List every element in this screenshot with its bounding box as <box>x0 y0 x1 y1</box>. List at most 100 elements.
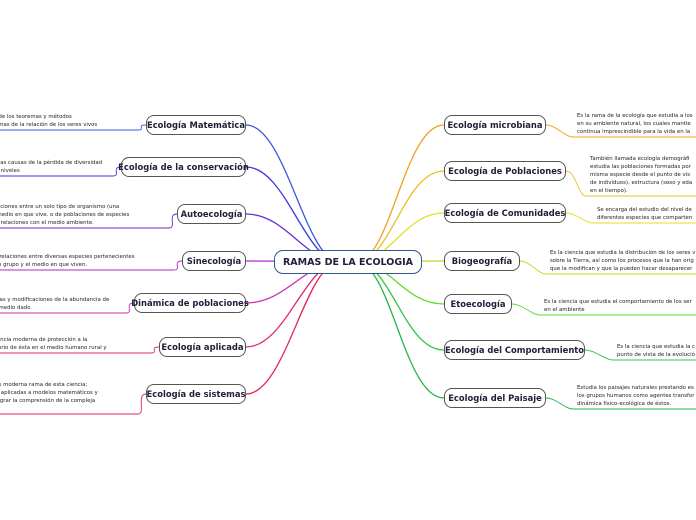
note-connector-dinamica-de-poblaciones <box>0 302 135 314</box>
central-topic[interactable]: RAMAS DE LA ECOLOGIA <box>274 250 422 274</box>
note-line: Estudia los paisajes naturales prestando… <box>577 385 694 391</box>
note-ecologia-del-paisaje: Estudia los paisajes naturales prestando… <box>577 384 694 408</box>
note-connector-ecologia-microbiana <box>545 124 696 138</box>
note-ecologia-del-comportamiento: Es la ciencia que estudia la c punto de v… <box>617 343 695 359</box>
note-line: blemas de la relación de los seres vivos <box>0 122 98 128</box>
note-line: estudia las poblaciones formadas por <box>590 164 691 170</box>
note-line: Es la ciencia que estudia la distribució… <box>550 250 696 256</box>
note-connector-ecologia-matematica <box>0 124 147 131</box>
topic-label: Autoecología <box>180 209 243 219</box>
note-biogeografia: Es la ciencia que estudia la distribució… <box>550 249 695 273</box>
topic-ecologia-matematica[interactable]: Ecología Matemática <box>146 115 246 135</box>
note-line: los grupos humanos como agentes transfor <box>577 393 695 399</box>
note-line: Se encarga del estudio del nivel de <box>597 207 692 213</box>
note-connector-ecologia-de-sistemas <box>0 393 147 415</box>
note-line: Es la rama de la ecología que estudia a … <box>577 113 693 119</box>
topic-label: Ecología de la conservación <box>118 162 249 172</box>
connector-ecologia-de-sistemas <box>245 261 341 395</box>
topic-ecologia-del-comportamiento[interactable]: Ecología del Comportamiento <box>444 340 585 360</box>
note-line: que la modifican y que la pueden hacer d… <box>550 266 693 272</box>
topic-label: Ecología de Comunidades <box>444 208 566 218</box>
note-line: continua imprescindible para la vida en … <box>577 129 691 135</box>
note-line: ca. <box>0 405 98 413</box>
note-line: ausas y modificaciones de la abundancia … <box>0 297 110 303</box>
note-connector-ecologia-aplicada <box>0 346 160 354</box>
note-ecologia-aplicada: ndencia moderna de protección a la uilibr… <box>0 336 107 352</box>
topic-label: Ecología de Poblaciones <box>448 166 562 176</box>
note-connector-sinecologia <box>0 260 183 271</box>
note-ecologia-de-comunidades: Se encarga del estudio del nivel de difer… <box>597 206 692 222</box>
topic-etoecologia[interactable]: Etoecología <box>444 294 512 314</box>
topic-ecologia-microbiana[interactable]: Ecología microbiana <box>444 115 546 135</box>
note-line: el medio en que vive. o de poblaciones d… <box>0 212 130 218</box>
topic-label: Sinecología <box>186 256 242 266</box>
note-line: sobre la Tierra, así como los procesos q… <box>550 258 694 264</box>
connector-ecologia-del-comportamiento <box>355 261 445 351</box>
note-line: smo grupo y el medio en que viven. <box>0 262 88 268</box>
note-connector-autoecologia <box>0 213 178 229</box>
topic-label: Ecología aplicada <box>161 342 244 352</box>
note-line: uilibrio de ésta en el medio humano rura… <box>0 345 107 351</box>
topic-ecologia-de-poblaciones[interactable]: Ecología de Poblaciones <box>444 161 566 181</box>
note-connector-biogeografia <box>519 260 696 275</box>
topic-biogeografia[interactable]: Biogeografía <box>444 251 520 271</box>
note-ecologia-matematica: ón de los teoremas y métodos blemas de la… <box>0 113 97 129</box>
note-line: misma especie desde el punto de vis <box>590 172 691 178</box>
note-connector-ecologia-del-paisaje <box>545 397 696 410</box>
note-dinamica-de-poblaciones: ausas y modificaciones de la abundancia … <box>0 296 109 312</box>
note-line: un medio dado <box>0 305 31 311</box>
note-ecologia-de-la-conservacion: iar las causas de la pérdida de diversid… <box>0 159 102 175</box>
note-line: sus niveles <box>0 168 20 174</box>
note-line: a lograr la comprensión de la compleja <box>0 398 96 404</box>
topic-ecologia-de-comunidades[interactable]: Ecología de Comunidades <box>444 203 566 223</box>
connector-ecologia-aplicada <box>245 261 341 348</box>
topic-ecologia-aplicada[interactable]: Ecología aplicada <box>159 337 246 357</box>
topic-label: Ecología del Comportamiento <box>444 345 585 355</box>
topic-label: Ecología de sistemas <box>146 389 246 399</box>
connector-ecologia-microbiana <box>355 124 445 263</box>
note-ecologia-de-poblaciones: También llamada ecología demográfi estudi… <box>590 155 692 195</box>
note-line: ndencia moderna de protección a la <box>0 337 88 343</box>
note-autoecologia: relaciones entre un solo tipo de organis… <box>0 203 129 227</box>
note-connector-ecologia-de-poblaciones <box>565 170 696 197</box>
note-line: Es la ciencia que estudia la c <box>617 344 696 350</box>
note-line: punto de vista de la evolució <box>617 352 695 358</box>
note-line: las relaciones entre diversas especies p… <box>0 254 135 260</box>
topic-label: Etoecología <box>450 299 506 309</box>
note-line: de individuos), estructura (sexo y eda <box>590 180 693 186</box>
note-connector-etoecologia <box>511 303 696 316</box>
note-line: ón de los teoremas y métodos <box>0 114 72 120</box>
note-line: dinámica físico-ecológica de éstos. <box>577 401 672 407</box>
topic-label: Ecología microbiana <box>447 120 543 130</box>
note-line: Es la ciencia que estudia el comportamie… <box>544 299 692 305</box>
connector-ecologia-de-poblaciones <box>355 170 445 263</box>
topic-label: Ecología del Paisaje <box>448 393 542 403</box>
topic-dinamica-de-poblaciones[interactable]: Dinámica de poblaciones <box>131 293 249 313</box>
connector-ecologia-de-la-conservacion <box>245 166 341 263</box>
note-line: También llamada ecología demográfi <box>590 156 690 162</box>
note-line: en el ambiente <box>544 307 585 313</box>
note-line: más moderna rama de esta ciencia; <box>0 382 88 388</box>
note-connector-ecologia-del-comportamiento <box>584 349 696 361</box>
note-line: en el tiempo). <box>590 188 628 194</box>
connector-ecologia-del-paisaje <box>355 261 445 399</box>
topic-ecologia-del-paisaje[interactable]: Ecología del Paisaje <box>444 388 546 408</box>
note-line: cas aplicadas a modelos matemáticos y <box>0 390 98 396</box>
note-ecologia-de-sistemas: más moderna rama de esta ciencia; cas apl… <box>0 381 98 413</box>
topic-label: Biogeografía <box>451 256 513 266</box>
note-line: sus relaciones con el medio ambiente. <box>0 220 94 226</box>
note-connector-ecologia-de-comunidades <box>565 212 696 224</box>
connector-ecologia-matematica <box>245 124 341 263</box>
note-line: diferentes especies que comparten <box>597 215 693 221</box>
topic-label: Dinámica de poblaciones <box>131 298 249 308</box>
topic-ecologia-de-la-conservacion[interactable]: Ecología de la conservación <box>118 157 249 177</box>
topic-label: Ecología Matemática <box>146 120 246 130</box>
topic-sinecologia[interactable]: Sinecología <box>182 251 246 271</box>
note-line: iar las causas de la pérdida de diversid… <box>0 160 103 166</box>
topic-autoecologia[interactable]: Autoecología <box>177 204 246 224</box>
topic-ecologia-de-sistemas[interactable]: Ecología de sistemas <box>146 384 246 404</box>
note-sinecologia: las relaciones entre diversas especies p… <box>0 253 135 269</box>
note-line: relaciones entre un solo tipo de organis… <box>0 204 120 210</box>
note-line: en su ambiente natural, los cuales manti… <box>577 121 691 127</box>
note-etoecologia: Es la ciencia que estudia el comportamie… <box>544 298 692 314</box>
